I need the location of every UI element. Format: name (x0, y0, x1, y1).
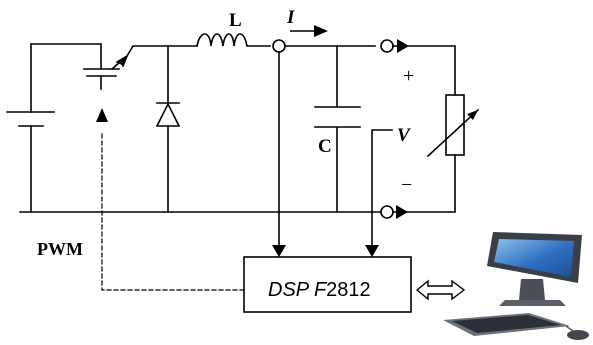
voltage-sense-arrow (365, 245, 379, 257)
minus-label: − (401, 174, 412, 196)
current-label: I (286, 7, 295, 28)
battery-icon (6, 111, 55, 127)
load-wire-top (392, 45, 456, 96)
output-terminal-bottom (380, 205, 394, 219)
current-node (272, 39, 286, 53)
inductor-label: L (229, 10, 242, 31)
pwm-arrow (96, 108, 108, 122)
current-sense-arrow (272, 245, 286, 257)
desktop-computer-icon (443, 232, 589, 340)
double-arrow-icon (415, 279, 466, 301)
wire-top-left (30, 43, 102, 69)
dsp-box (243, 256, 412, 313)
terminal-arrow-top (397, 39, 409, 53)
pwm-label: PWM (37, 239, 83, 259)
load-wire-bottom (392, 154, 456, 213)
plus-label: + (403, 65, 414, 87)
variable-arrow (426, 108, 480, 158)
voltage-label: V (397, 125, 411, 146)
terminal-arrow-bottom (396, 205, 408, 219)
capacitor-label: C (318, 136, 332, 157)
dsp-label: DSP F2812 (268, 279, 371, 301)
capacitor-icon (314, 45, 361, 213)
diode-icon (155, 45, 181, 213)
transistor-emitter-arrow (115, 54, 129, 68)
pwm-signal-line (101, 132, 245, 291)
inductor-icon (196, 33, 271, 47)
variable-arrowhead (467, 110, 478, 120)
voltage-sense-line (371, 129, 393, 246)
output-terminal-top (380, 39, 394, 53)
current-arrowhead (314, 25, 328, 37)
